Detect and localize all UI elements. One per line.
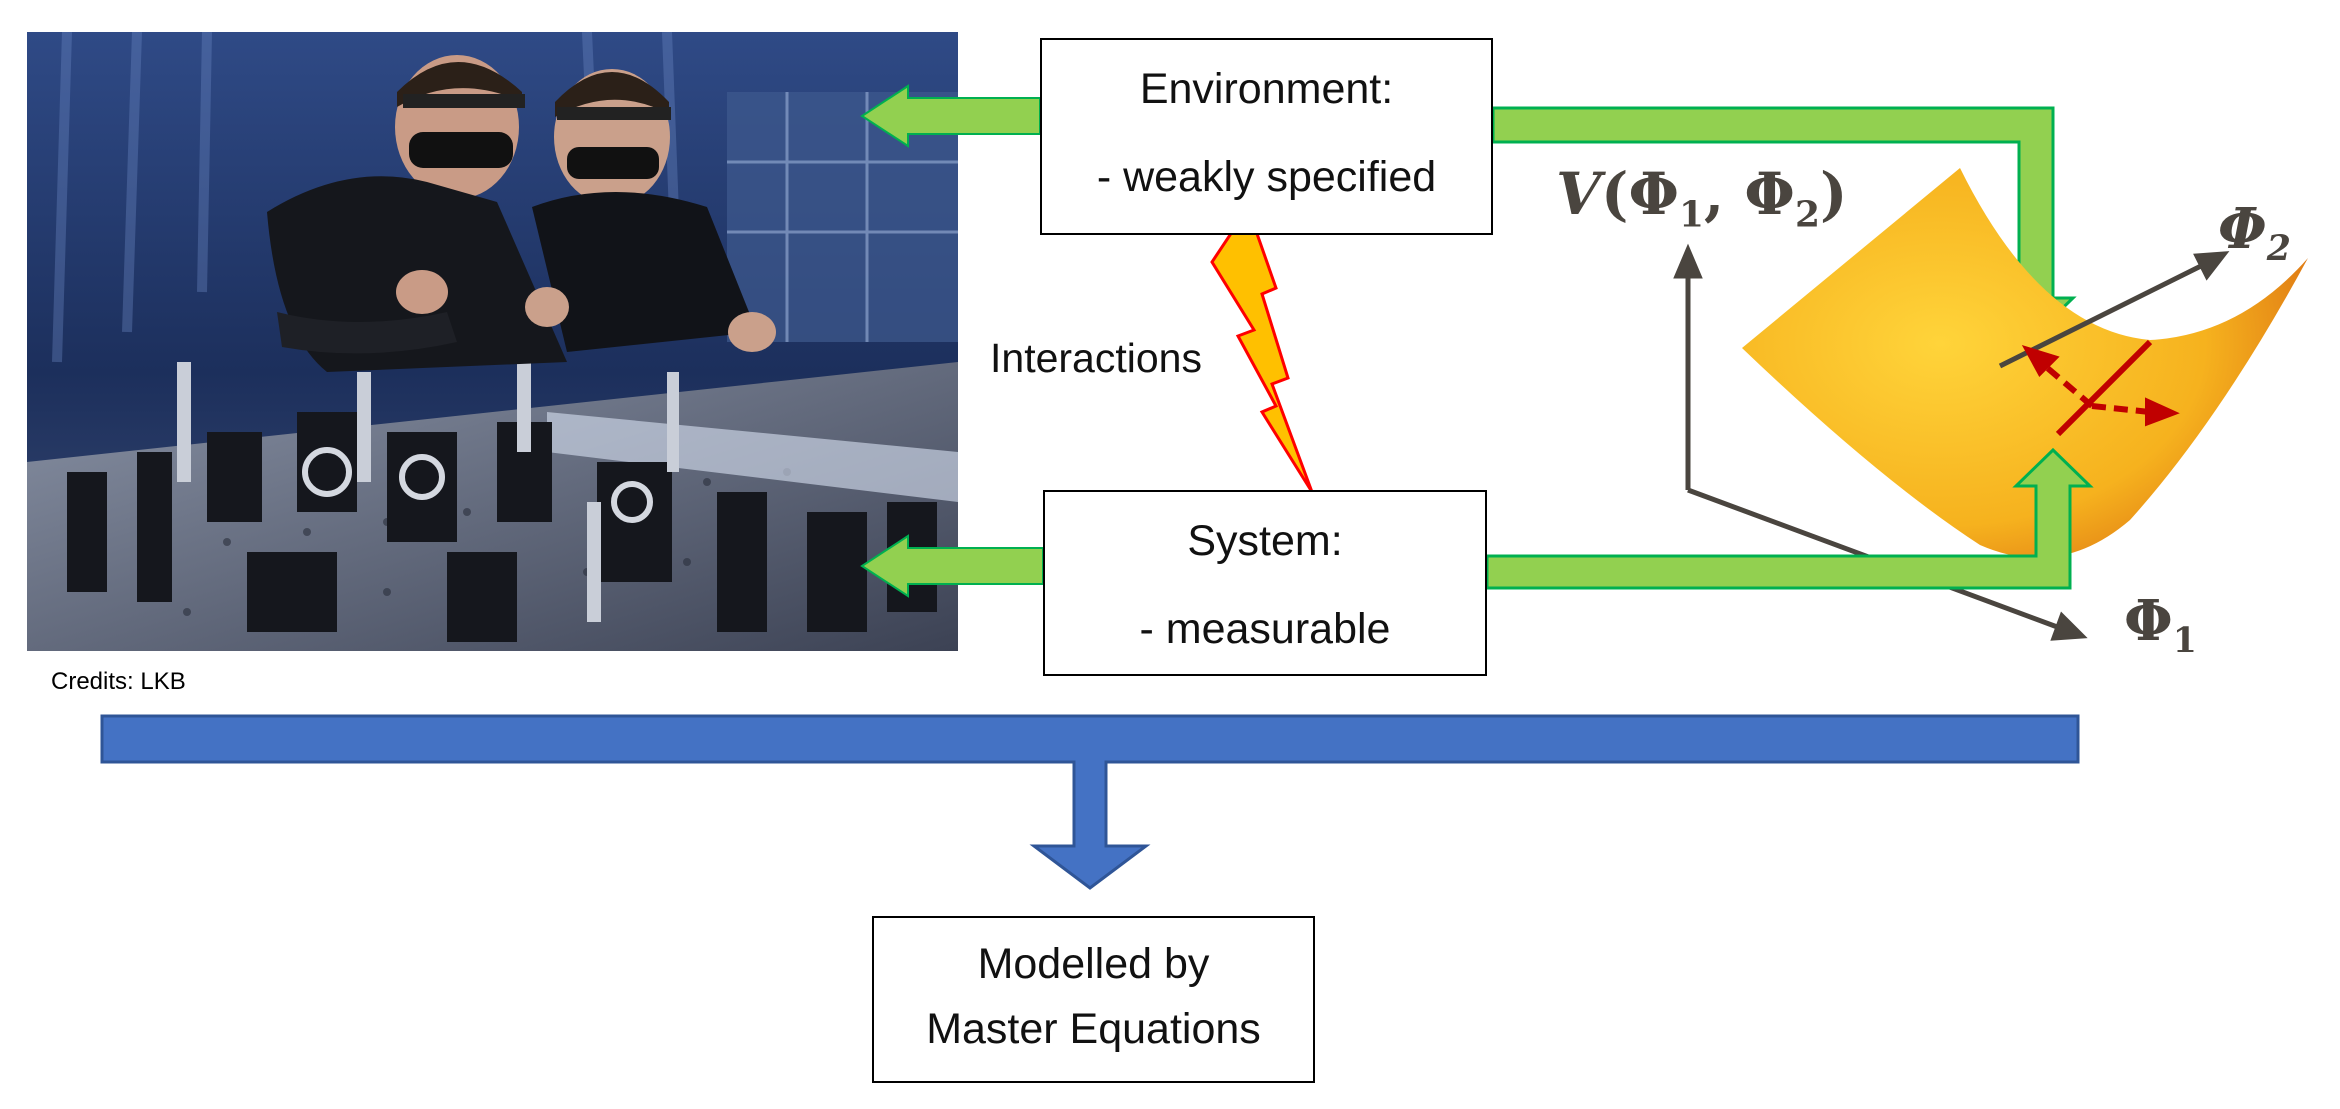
phi1-axis-arrowhead [2050, 611, 2088, 641]
sys-to-surface-arrow [1485, 447, 2094, 590]
phi1-label: Φ1 [2124, 588, 2197, 662]
fluctuation-line [2055, 339, 2153, 437]
outcome-line2: Master Equations [926, 1005, 1261, 1053]
phi2-axis-arrowhead [2193, 251, 2230, 281]
interactions-label: Interactions [990, 335, 1202, 381]
interaction-bolt [1210, 204, 1314, 493]
fluctuation-arrow-right [2091, 403, 2151, 415]
environment-detail: - weakly specified [1096, 153, 1437, 201]
potential-symbol: V [1556, 160, 1602, 228]
potential-surface [1742, 168, 2308, 558]
sys-to-photo-arrow [860, 534, 1044, 598]
photo-credits: Credits: LKB [51, 668, 186, 695]
outcome-line1: Modelled by [977, 940, 1210, 988]
env-to-photo-arrow [860, 84, 1041, 148]
system-detail: - measurable [1139, 605, 1391, 653]
environment-box: Environment: - weakly specified [1040, 38, 1493, 235]
summary-bar-arrow [100, 714, 2080, 890]
v-axis-arrowhead [1673, 243, 1703, 279]
system-box: System: - measurable [1043, 490, 1487, 676]
system-title: System: [1187, 517, 1343, 565]
potential-label: V(Φ1, Φ2) [1556, 160, 1848, 236]
environment-title: Environment: [1139, 65, 1394, 113]
phi2-label: Φ2 [2218, 196, 2291, 270]
master-equations-box: Modelled by Master Equations [872, 916, 1315, 1083]
fluctuation-arrow-left [2036, 357, 2094, 409]
